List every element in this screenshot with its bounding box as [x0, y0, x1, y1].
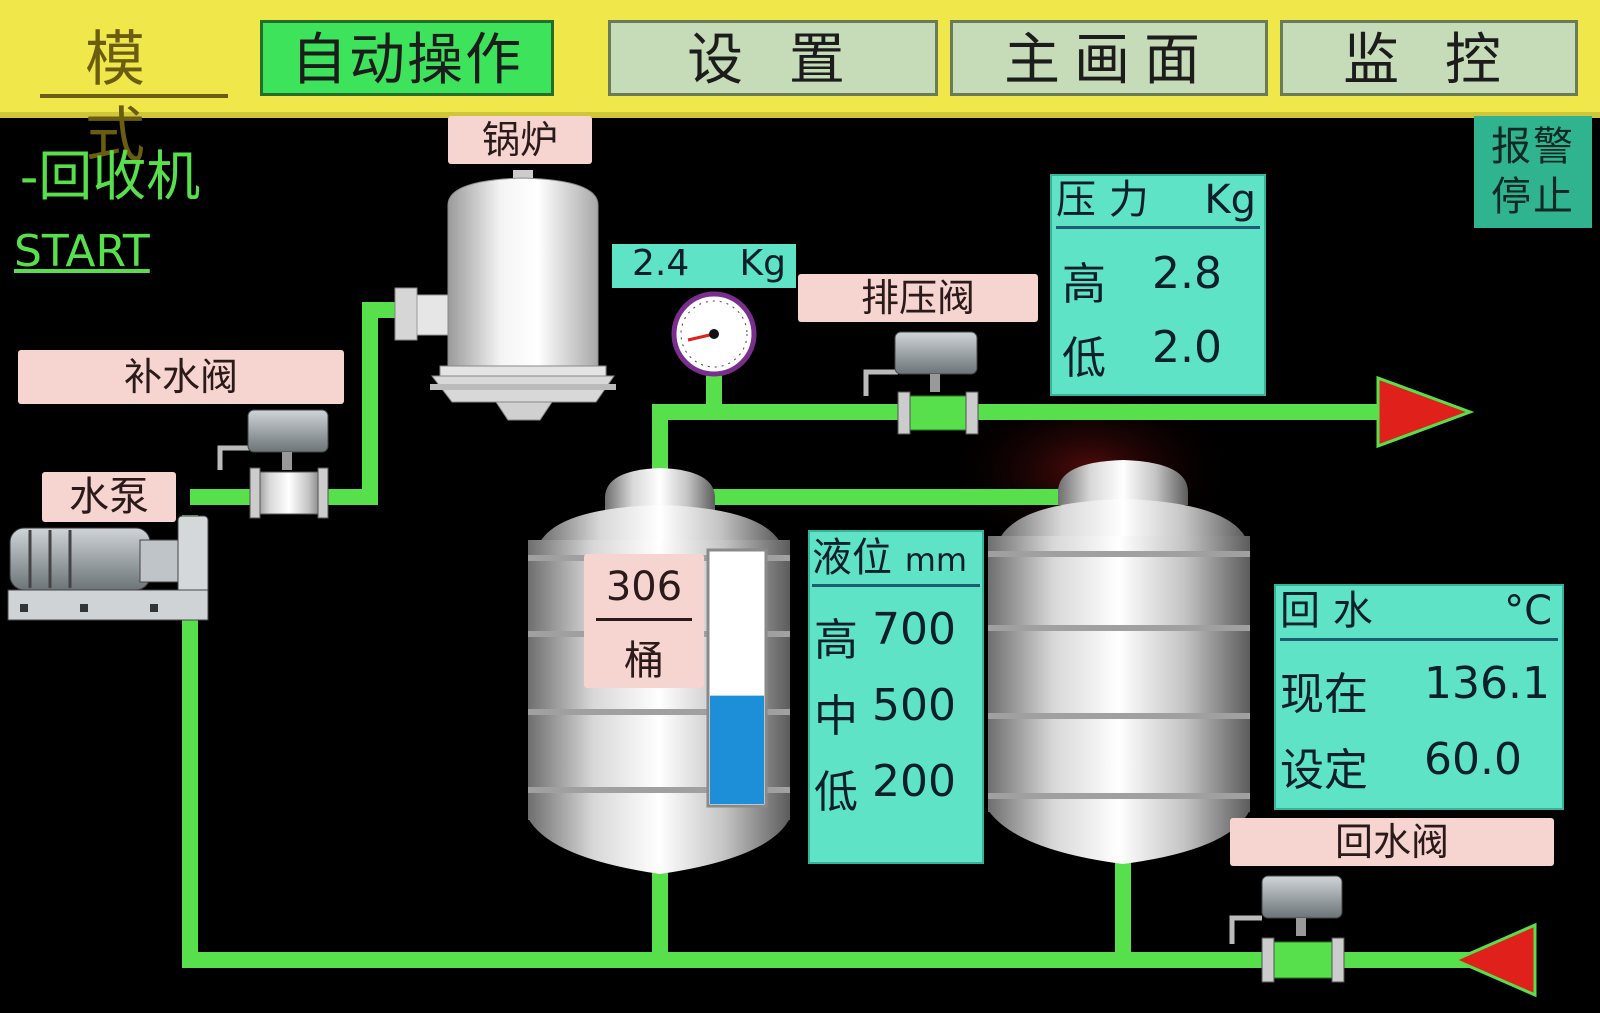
outlet-arrow-icon: [1376, 375, 1475, 449]
start-label[interactable]: START: [14, 226, 150, 277]
boiler-tag: 锅炉: [448, 116, 592, 164]
level-low-value[interactable]: 200: [872, 756, 956, 807]
level-mid-value[interactable]: 500: [872, 680, 956, 731]
alarm-stop-line1: 报警: [1491, 124, 1575, 170]
level-gauge-fill: [710, 695, 764, 804]
pump-icon: [7, 515, 209, 621]
tank-count-display: 306 桶: [584, 554, 704, 688]
return-panel-header: 回 水 °C: [1280, 586, 1558, 641]
tank-count-unit: 桶: [624, 638, 664, 684]
top-menu-bar: 模 式 自动操作 设 置 主画面 监 控: [0, 0, 1600, 171]
pressure-unit: Kg: [1204, 177, 1256, 223]
gauge-value: 2.4: [632, 243, 690, 284]
return-unit: °C: [1504, 588, 1552, 634]
level-panel-header: 液位 mm: [812, 534, 980, 587]
vent-valve-icon: [863, 331, 979, 435]
return-set-label: 设定: [1280, 745, 1368, 796]
mode-label: 模 式: [20, 22, 238, 171]
tank-2-icon: [988, 460, 1250, 864]
main-screen-button[interactable]: 主画面: [950, 20, 1268, 96]
pressure-low-label: 低: [1062, 333, 1106, 384]
level-title: 液位: [812, 535, 892, 581]
gauge-readout: 2.4 Kg: [612, 244, 796, 288]
return-current-label: 现在: [1280, 669, 1368, 720]
boiler-icon: [394, 170, 616, 421]
level-unit: mm: [904, 541, 968, 579]
level-high-label: 高: [814, 615, 858, 666]
auto-operation-button[interactable]: 自动操作: [260, 20, 554, 96]
pressure-high-value[interactable]: 2.8: [1152, 248, 1222, 299]
pressure-high-label: 高: [1062, 259, 1106, 310]
pressure-panel-header: 压 力 Kg: [1056, 176, 1260, 229]
pressure-low-value[interactable]: 2.0: [1152, 322, 1222, 373]
tank-count-value: 306: [605, 564, 683, 610]
level-mid-label: 中: [814, 691, 858, 742]
level-panel: 液位 mm 高 700 中 500 低 200: [808, 530, 984, 864]
inlet-arrow-icon: [1451, 922, 1537, 998]
return-water-panel: 回 水 °C 现在 136.1 设定 60.0: [1274, 584, 1564, 810]
return-title: 回 水: [1280, 588, 1373, 634]
tank-count-divider: [596, 618, 692, 621]
level-high-value[interactable]: 700: [872, 604, 956, 655]
level-low-label: 低: [814, 767, 858, 818]
alarm-stop-line2: 停止: [1491, 174, 1575, 220]
return-current-value: 136.1: [1424, 658, 1550, 709]
makeup-valve-tag[interactable]: 补水阀: [18, 350, 344, 404]
alarm-stop-button[interactable]: 报警 停止: [1474, 116, 1592, 228]
makeup-valve-icon: [217, 409, 329, 519]
return-valve-tag[interactable]: 回水阀: [1230, 818, 1554, 866]
pressure-panel: 压 力 Kg 高 2.8 低 2.0: [1050, 174, 1266, 396]
return-valve-icon: [1229, 875, 1345, 983]
pressure-gauge-icon: [671, 291, 757, 377]
pressure-title: 压 力: [1056, 177, 1149, 223]
vent-valve-tag[interactable]: 排压阀: [798, 274, 1038, 322]
gauge-unit: Kg: [739, 243, 786, 284]
monitor-button[interactable]: 监 控: [1280, 20, 1578, 96]
settings-button[interactable]: 设 置: [608, 20, 938, 96]
machine-title: -回收机: [20, 145, 201, 208]
pump-tag[interactable]: 水泵: [42, 472, 176, 522]
return-set-value[interactable]: 60.0: [1424, 734, 1522, 785]
